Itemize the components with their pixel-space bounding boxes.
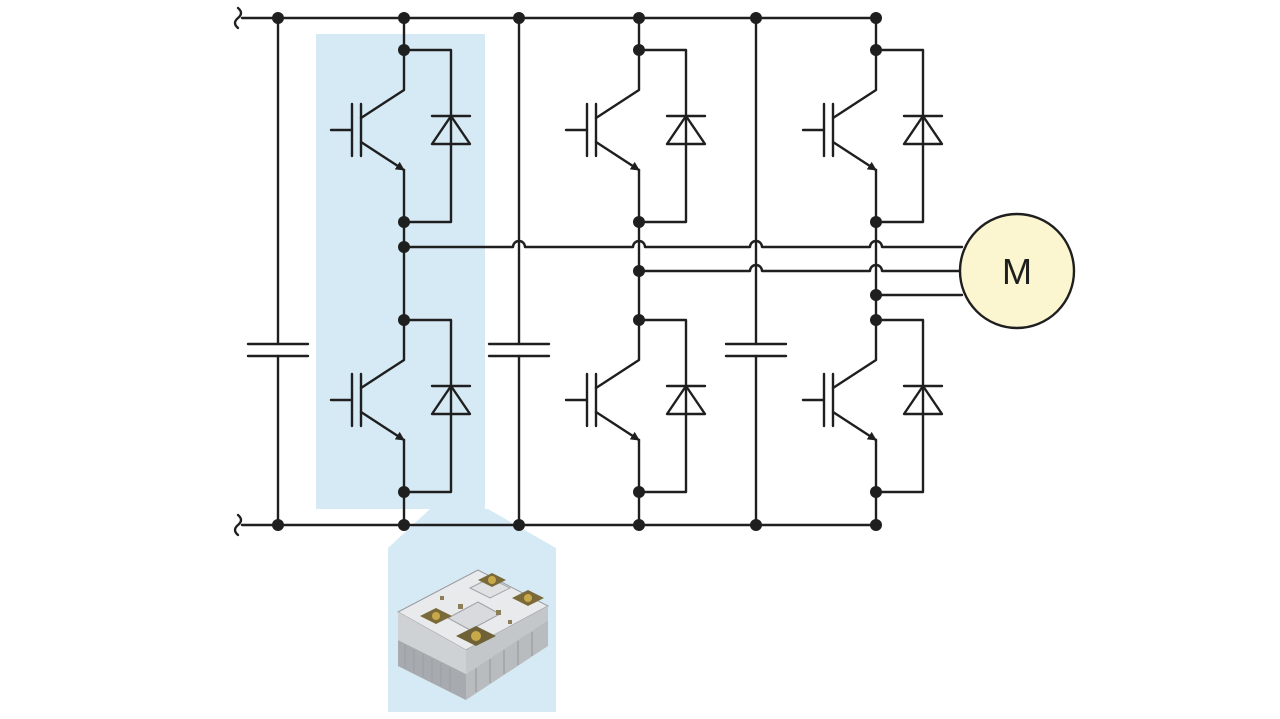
- igbt-module-photo: [396, 569, 550, 700]
- motor: M: [958, 212, 1076, 330]
- freewheeling-diode: [637, 318, 707, 494]
- junction-dot: [398, 241, 410, 253]
- phase-leg-2: [564, 16, 707, 527]
- freewheeling-diode: [402, 48, 472, 224]
- junction-dot: [272, 12, 284, 24]
- motor-label: M: [1002, 251, 1032, 292]
- dc-bus-rails: [233, 6, 878, 537]
- phase-b-wire: [637, 263, 962, 273]
- igbt-transistor: [329, 48, 406, 224]
- high-side-switch: [329, 48, 472, 224]
- junction-dot: [398, 216, 410, 228]
- junction-dot: [398, 12, 410, 24]
- junction-dot: [870, 314, 882, 326]
- motor-circle: [958, 212, 1076, 330]
- junction-dot: [633, 265, 645, 277]
- callout-connector: [388, 509, 556, 548]
- igbt-transistor: [801, 318, 878, 494]
- junction-dot: [870, 519, 882, 531]
- freewheeling-diode: [874, 48, 944, 224]
- freewheeling-diode: [874, 318, 944, 494]
- junction-dot: [870, 44, 882, 56]
- junction-dots: [272, 12, 882, 531]
- phase-a-wire: [402, 239, 964, 249]
- junction-dot: [750, 12, 762, 24]
- junction-dot: [513, 519, 525, 531]
- junction-dot: [633, 519, 645, 531]
- igbt-transistor: [564, 48, 641, 224]
- junction-dot: [398, 314, 410, 326]
- junction-dot: [870, 486, 882, 498]
- high-side-switch: [564, 48, 707, 224]
- low-side-switch: [329, 318, 472, 494]
- capacitor-3: [724, 16, 788, 527]
- junction-dot: [633, 486, 645, 498]
- junction-dot: [750, 519, 762, 531]
- junction-dot: [633, 314, 645, 326]
- junction-dot: [633, 216, 645, 228]
- junction-dot: [272, 519, 284, 531]
- capacitor-2: [487, 16, 551, 527]
- freewheeling-diode: [402, 318, 472, 494]
- igbt-transistor: [801, 48, 878, 224]
- low-side-switch: [801, 318, 944, 494]
- dc-link-capacitors: [246, 16, 788, 527]
- motor-phase-wires: [402, 239, 964, 297]
- freewheeling-diode: [637, 48, 707, 224]
- junction-dot: [870, 289, 882, 301]
- junction-dot: [870, 216, 882, 228]
- junction-dot: [398, 486, 410, 498]
- highlighted-phase-leg: [316, 34, 485, 509]
- low-side-switch: [564, 318, 707, 494]
- junction-dot: [398, 519, 410, 531]
- junction-dot: [870, 12, 882, 24]
- capacitor-1: [246, 16, 310, 527]
- igbt-transistor: [564, 318, 641, 494]
- junction-dot: [633, 12, 645, 24]
- igbt-transistor: [329, 318, 406, 494]
- junction-dot: [513, 12, 525, 24]
- junction-dot: [398, 44, 410, 56]
- high-side-switch: [801, 48, 944, 224]
- junction-dot: [633, 44, 645, 56]
